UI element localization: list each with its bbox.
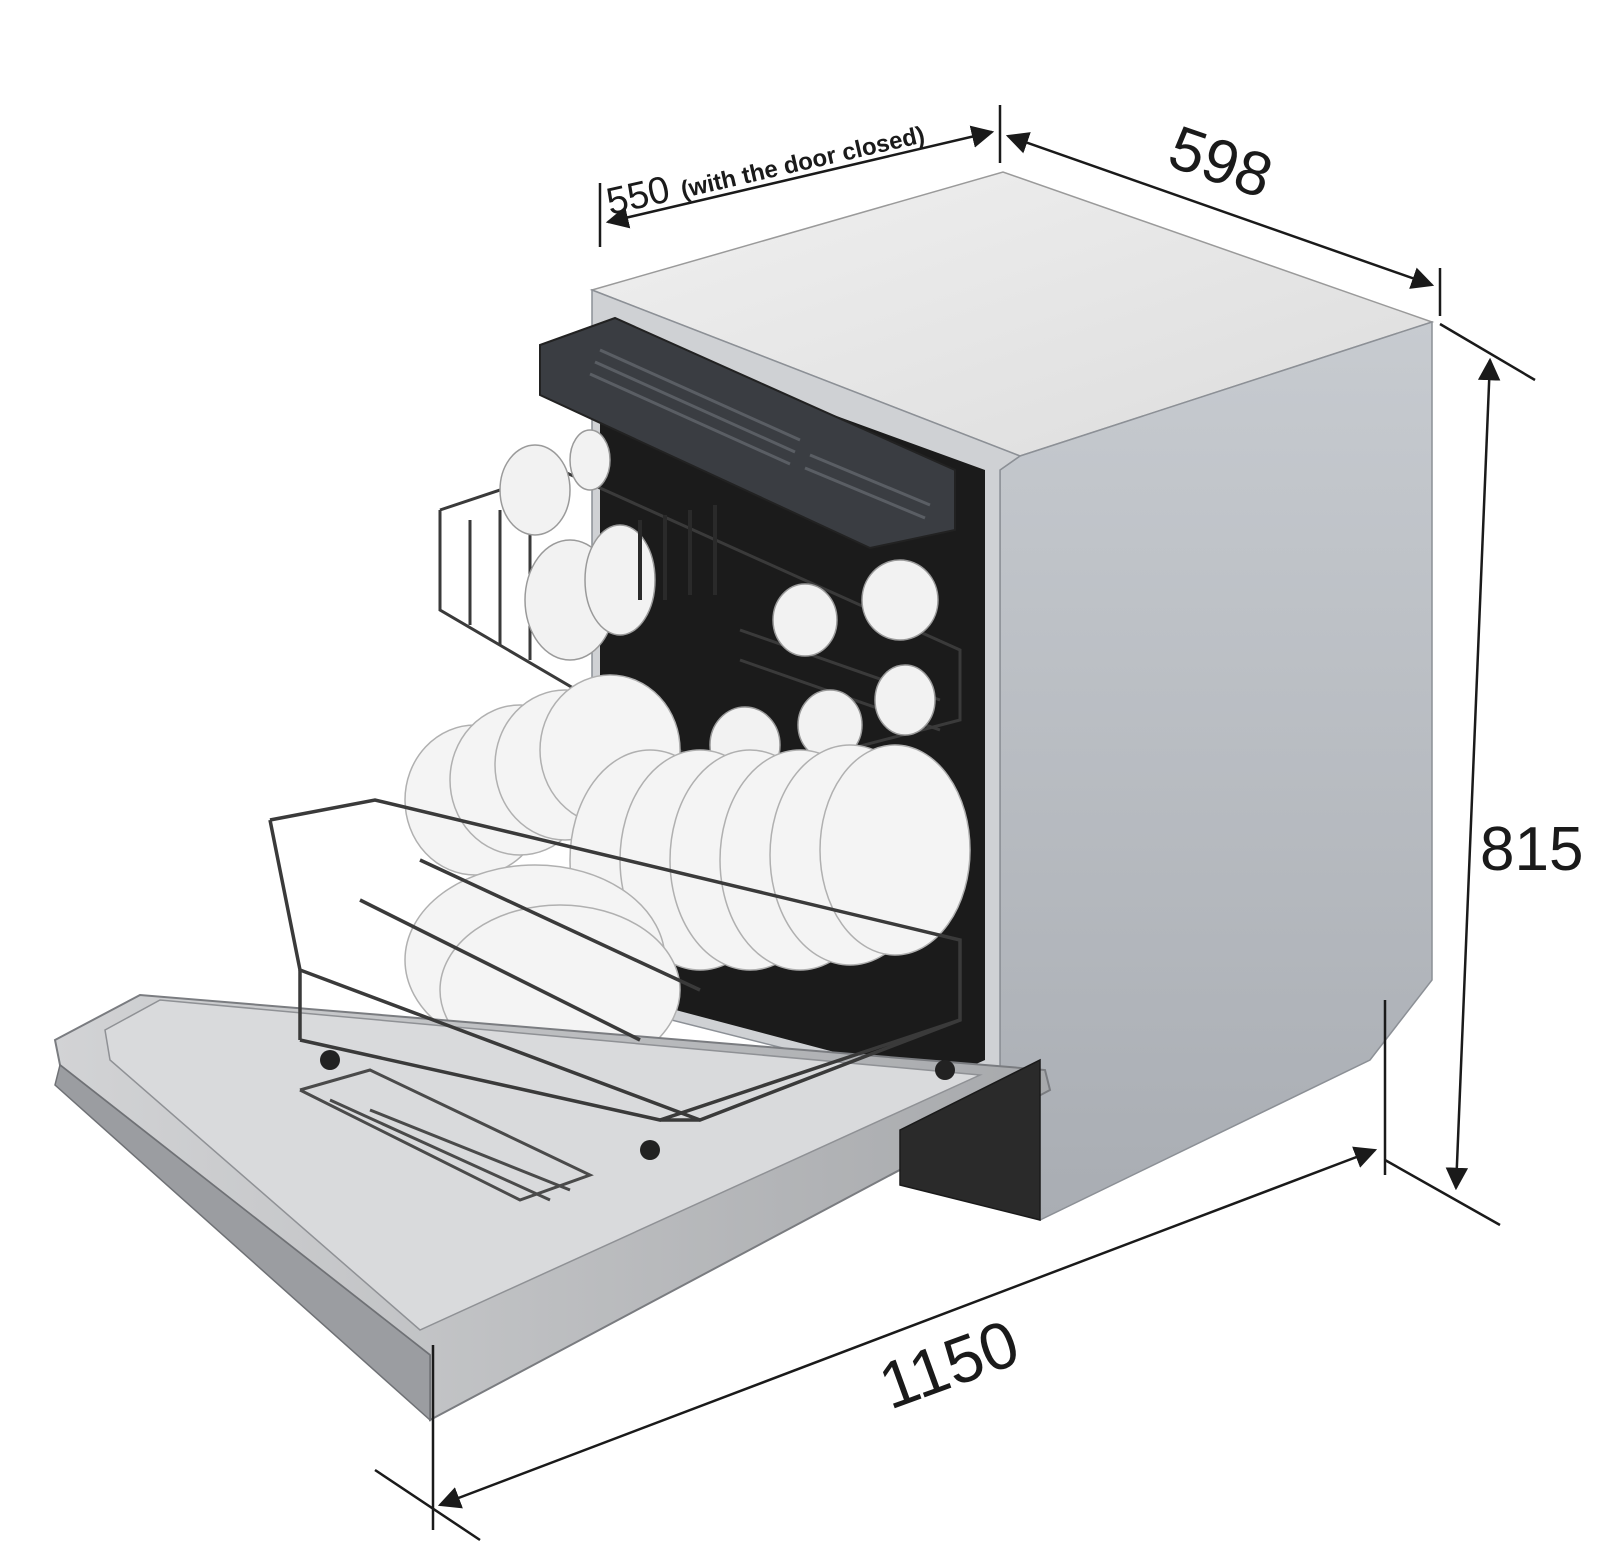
label-1150: 1150	[869, 1305, 1028, 1423]
lower-rack	[268, 798, 962, 1122]
upper-rack-tines	[638, 505, 717, 600]
dimension-lines	[374, 105, 1536, 1542]
label-815: 815	[1480, 815, 1583, 884]
dishwasher-illustration	[53, 171, 1435, 1422]
dimension-line-1150	[437, 1146, 1378, 1509]
extension-line-1150-tick	[374, 1468, 481, 1542]
cabinet-side	[999, 320, 1433, 1221]
extension-line-815-bottom	[1384, 1158, 1501, 1227]
label-550-value: 550	[603, 169, 674, 224]
lower-rack-plates	[404, 674, 971, 1076]
dimension-line-598	[1005, 132, 1435, 289]
cutlery-tray-slots	[589, 348, 931, 520]
dimension-line-815	[1445, 357, 1501, 1191]
cutlery-tray	[539, 316, 956, 550]
door-edge	[54, 1063, 431, 1422]
label-550-note: (with the door closed)	[678, 121, 927, 203]
dimension-line-550	[605, 125, 995, 229]
extension-line-815-top	[1439, 322, 1536, 382]
